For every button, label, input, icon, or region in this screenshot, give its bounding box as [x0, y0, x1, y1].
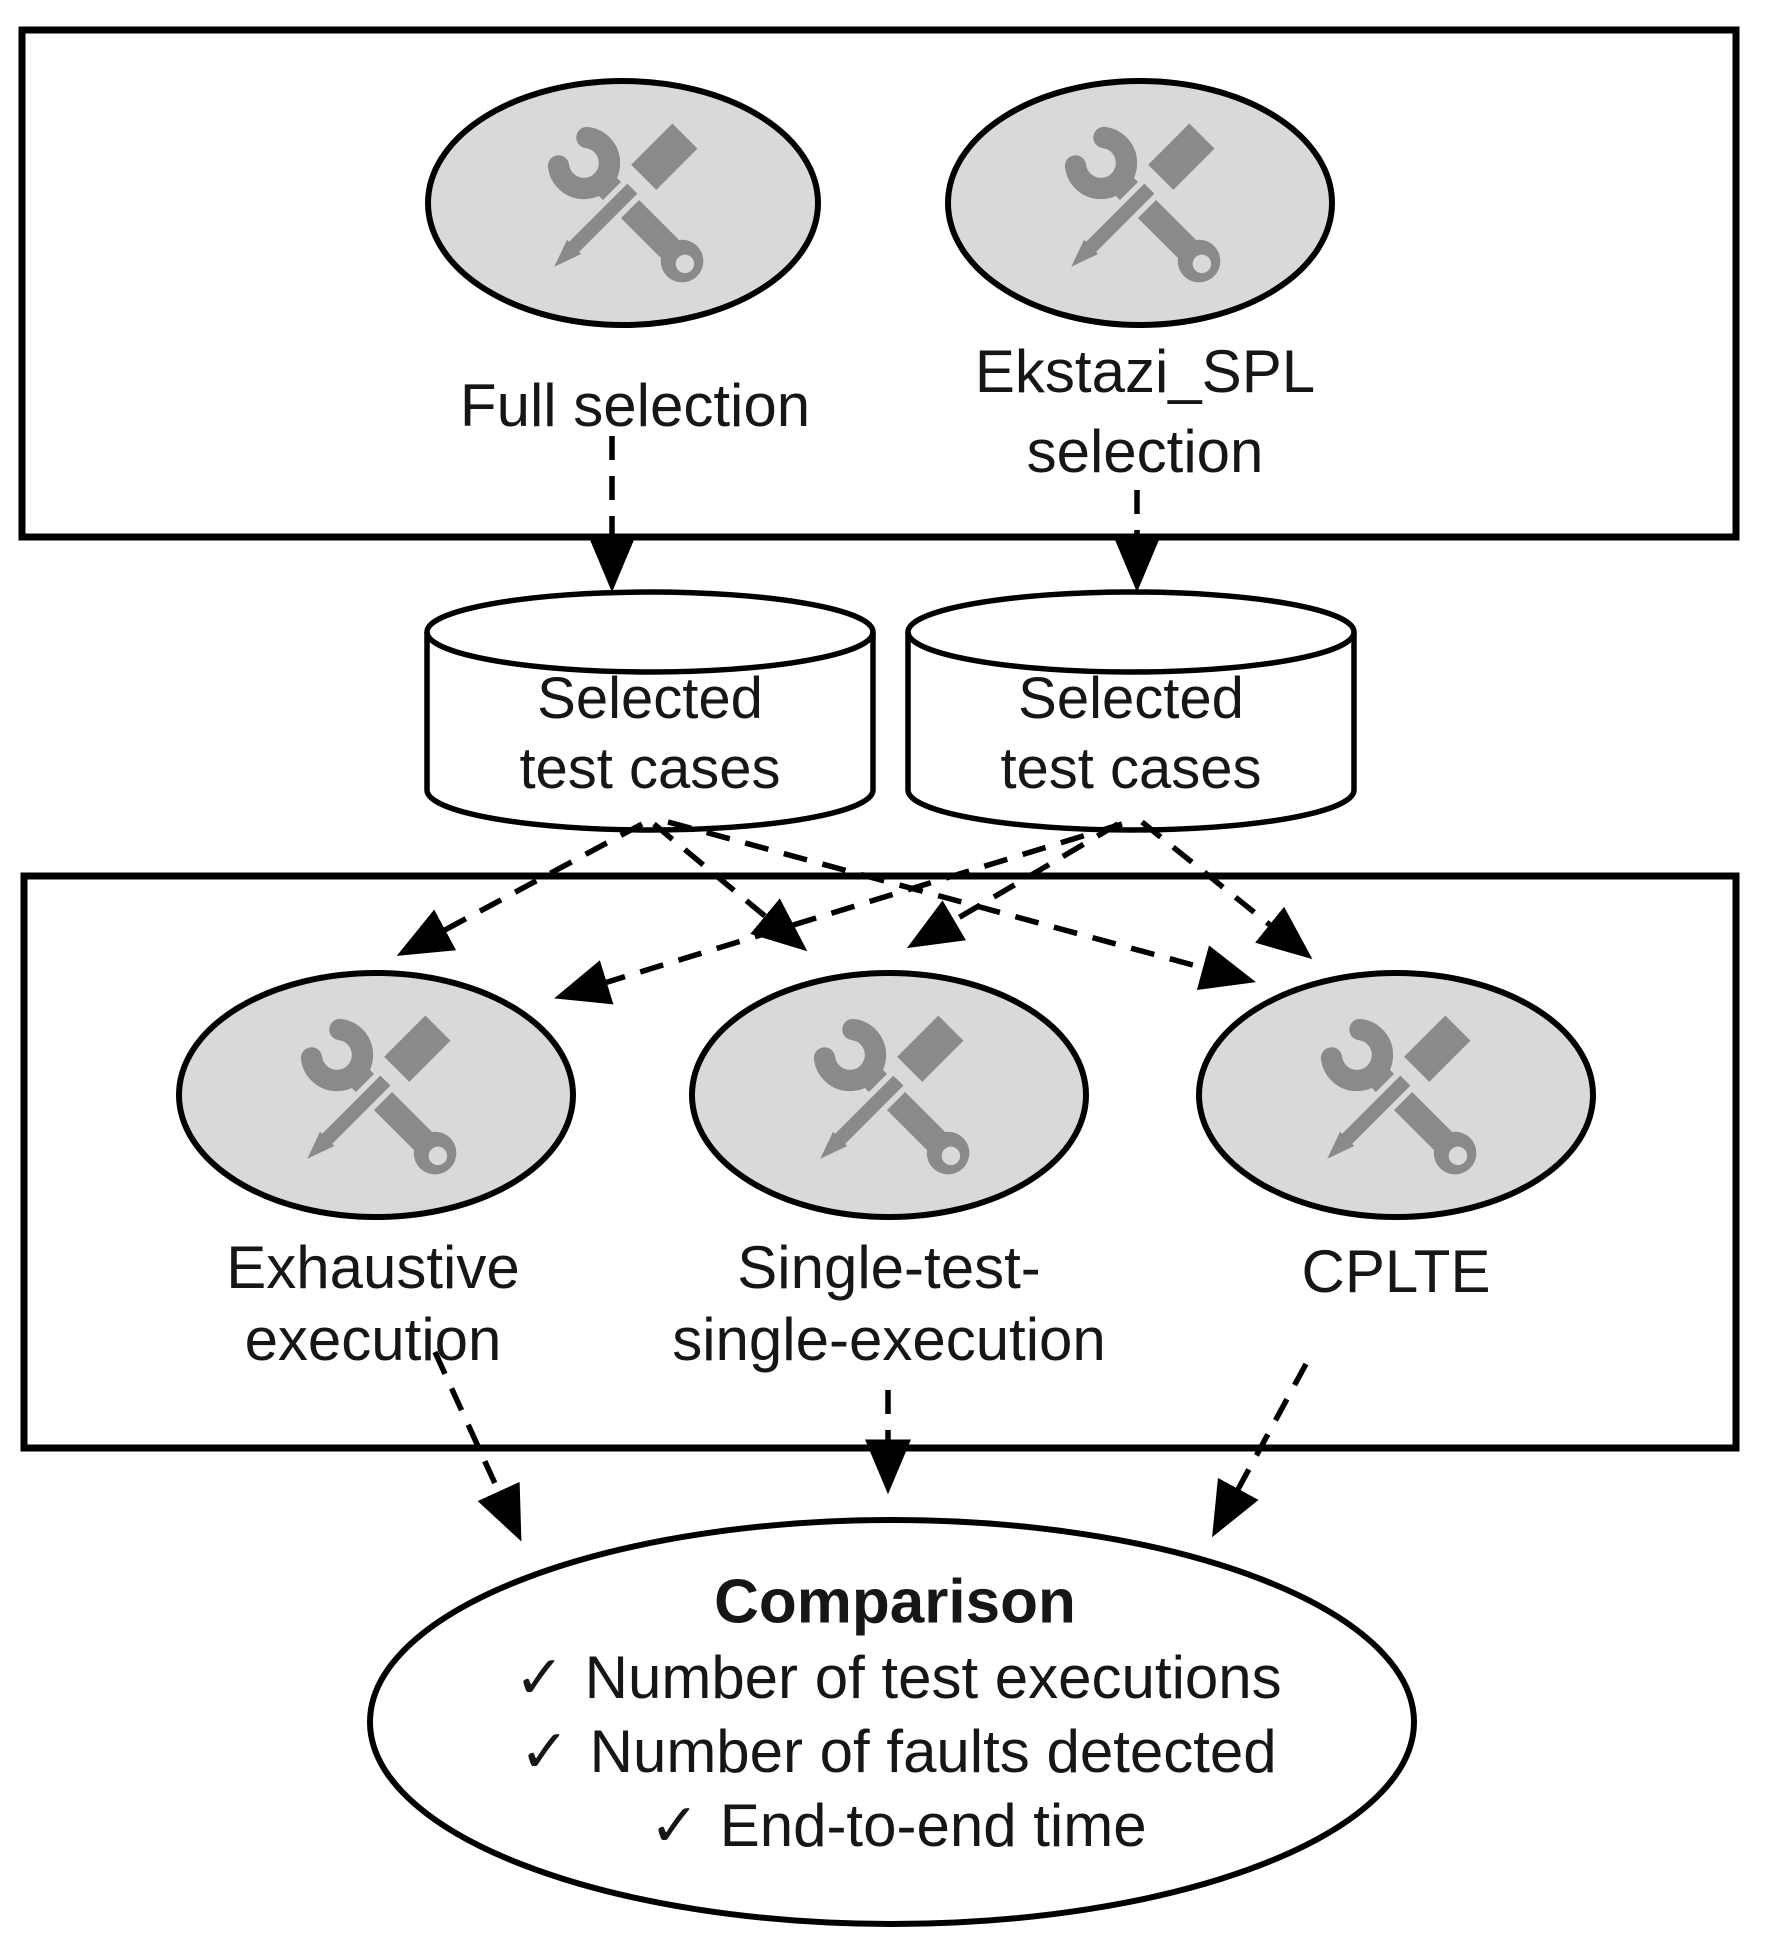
database-left-label-line1: Selected	[537, 666, 763, 731]
cplte-label: CPLTE	[1301, 1238, 1491, 1305]
arrow-db-left-to-exhaustive	[396, 821, 644, 956]
comparison-node	[367, 1517, 1417, 1927]
database-left-body	[424, 632, 876, 833]
database-left-label: Selected test cases	[519, 664, 780, 804]
ekstazi-selection-label: Ekstazi_SPL selection	[975, 332, 1315, 492]
arrow-db-right-to-single	[906, 821, 1120, 949]
comparison-title: Comparison	[714, 1567, 1076, 1637]
arrow-db-left-to-single	[652, 821, 808, 952]
database-right-body	[905, 632, 1357, 833]
database-left-top	[424, 589, 876, 675]
database-right-label: Selected test cases	[1000, 664, 1261, 804]
arrow-cplte-to-comparison	[1212, 1362, 1309, 1538]
check-icon: ✓	[514, 1644, 565, 1711]
database-left-label-line2: test cases	[519, 736, 781, 801]
arrow-db-right-to-cplte	[1140, 819, 1313, 960]
comparison-item-text: End-to-end time	[719, 1792, 1147, 1859]
single-test-label-line1: Single-test-	[737, 1234, 1041, 1301]
comparison-items: ✓Number of test executions ✓Number of fa…	[514, 1641, 1281, 1863]
comparison-item-faults-detected: ✓ Number of faults detected	[514, 1715, 1281, 1789]
comparison-item-text: Number of faults detected	[589, 1718, 1277, 1785]
arrow-db-right-to-exhaustive	[554, 821, 1123, 1005]
database-right-label-line2: test cases	[1000, 736, 1262, 801]
check-icon: ✓	[519, 1718, 570, 1785]
full-selection-label: Full selection	[459, 372, 811, 439]
database-right-label-line1: Selected	[1018, 666, 1244, 731]
ekstazi-selection-label-line1: Ekstazi_SPL	[974, 338, 1316, 405]
ekstazi-selection-label-line2: selection	[1026, 418, 1264, 485]
comparison-item-end-to-end-time: ✓ End-to-end time	[514, 1789, 1281, 1863]
arrow-exhaustive-to-comparison	[432, 1350, 522, 1542]
check-icon: ✓	[649, 1792, 700, 1859]
single-test-label-line2: single-execution	[672, 1306, 1106, 1373]
exhaustive-execution-label: Exhaustive execution	[226, 1232, 520, 1376]
selection-stage-box	[18, 26, 1740, 541]
exhaustive-execution-label-line1: Exhaustive	[226, 1234, 520, 1301]
exhaustive-execution-label-line2: execution	[244, 1306, 502, 1373]
comparison-item-test-executions: ✓ Number of test executions	[514, 1641, 1281, 1715]
comparison-item-text: Number of test executions	[584, 1644, 1282, 1711]
arrow-db-left-to-cplte	[667, 819, 1256, 991]
database-right-top	[905, 589, 1357, 675]
single-test-single-execution-label: Single-test- single-execution	[672, 1232, 1106, 1376]
